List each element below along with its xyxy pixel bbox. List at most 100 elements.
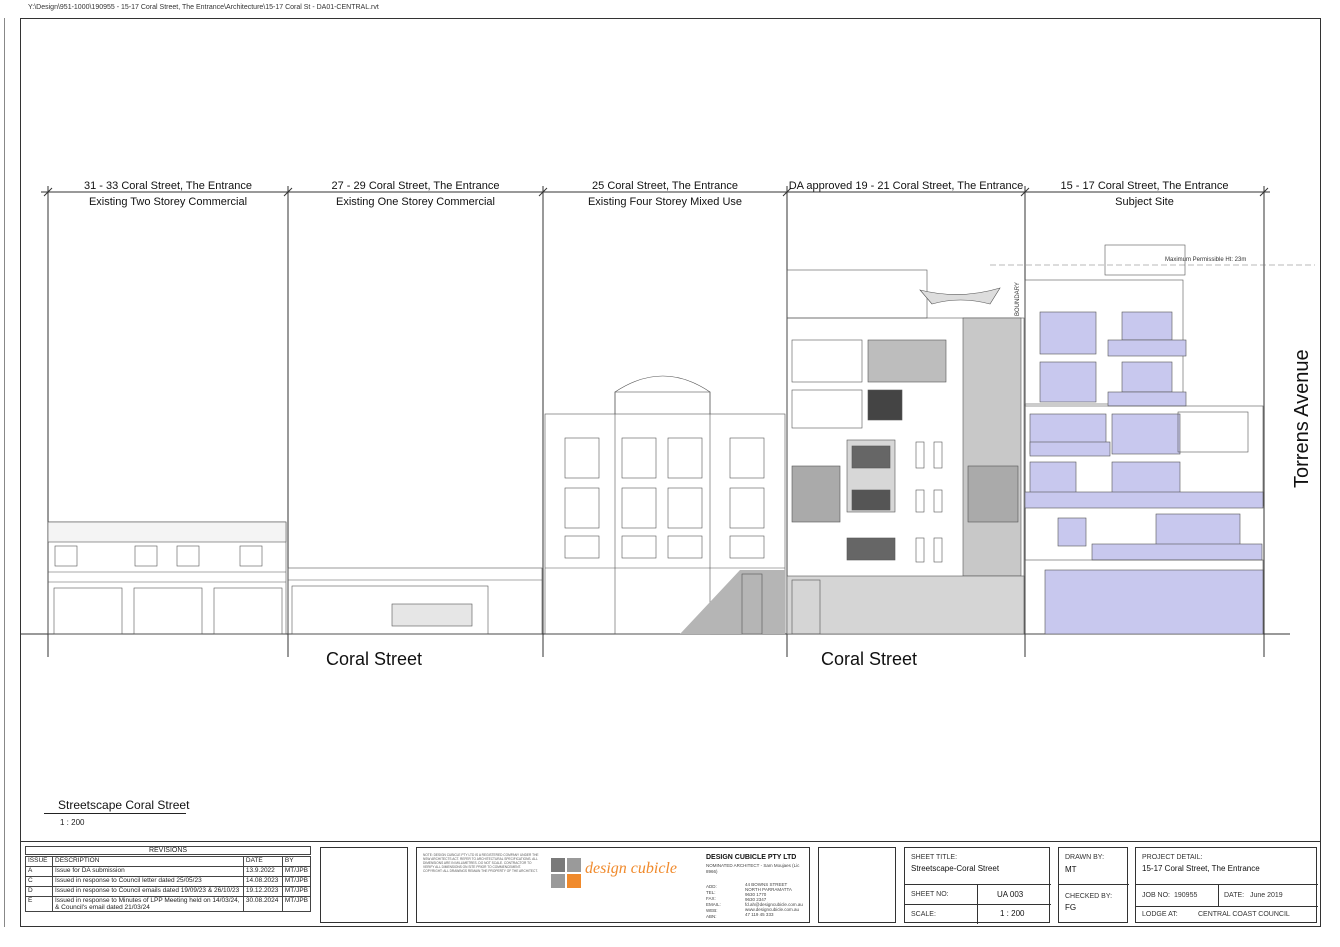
checked-by: FG	[1065, 903, 1077, 912]
blank-box-2	[818, 847, 896, 923]
drawn-divider	[1059, 884, 1129, 885]
drawn-checked-panel: DRAWN BY: MT CHECKED BY: FG	[1058, 847, 1129, 923]
revisions-title: REVISIONS	[25, 846, 311, 855]
site-address-19-21: DA approved 19 - 21 Coral Street, The En…	[788, 180, 1024, 192]
contact-label: TEL:	[706, 890, 716, 895]
rev-date: 19.12.2023	[242, 886, 283, 897]
contact-value: www.designcubicle.com.au	[745, 907, 800, 912]
firm-panel: NOTE: DESIGN CUBICLE PTY LTD IS A REGIST…	[416, 847, 810, 923]
logo-square-grey-2	[567, 858, 581, 872]
rev-description: Issued in response to Council letter dat…	[52, 876, 244, 887]
building-25	[544, 375, 786, 635]
contact-label: WEB:	[706, 908, 718, 913]
street-label-coral-right: Coral Street	[821, 649, 918, 669]
side-street-label: Torrens Avenue	[1291, 349, 1313, 488]
rev-description: Issue for DA submission	[52, 866, 244, 877]
table-row: C Issued in response to Council letter d…	[25, 876, 312, 887]
firm-name: DESIGN CUBICLE PTY LTD	[706, 854, 797, 861]
rev-issue: D	[25, 886, 53, 897]
site-desc-25: Existing Four Storey Mixed Use	[587, 196, 743, 208]
rev-header-by: BY	[281, 856, 312, 867]
checked-label: CHECKED BY:	[1065, 893, 1113, 900]
building-15-17-subject	[990, 244, 1315, 635]
table-row: D Issued in response to Council emails d…	[25, 886, 312, 897]
contact-value: 9630 2347	[745, 897, 767, 902]
rev-issue: E	[25, 896, 53, 912]
project-name: 15-17 Coral Street, The Entrance	[1142, 864, 1260, 873]
general-notes: NOTE: DESIGN CUBICLE PTY LTD IS A REGIST…	[423, 853, 539, 873]
sheet-no: UA 003	[997, 890, 1024, 899]
view-title-underline	[44, 813, 186, 814]
title-block-top-rule	[20, 841, 1321, 842]
sheet-scale: 1 : 200	[1000, 909, 1025, 918]
view-scale: 1 : 200	[60, 818, 85, 827]
project-date: June 2019	[1250, 892, 1283, 899]
contact-label: FAX:	[706, 896, 716, 901]
rev-by: MT/JPB	[281, 886, 312, 897]
date-label: DATE:	[1224, 892, 1245, 899]
site-address-27-29: 27 - 29 Coral Street, The Entrance	[331, 180, 500, 192]
rev-description: Issued in response to Council emails dat…	[52, 886, 244, 897]
revisions-table: ISSUE DESCRIPTION DATE BY A Issue for DA…	[25, 856, 312, 912]
building-31-33	[47, 521, 287, 635]
lodge-council: CENTRAL COAST COUNCIL	[1198, 911, 1290, 918]
sheet-no-label: SHEET NO:	[911, 891, 949, 898]
nominated-architect: NOMINATED ARCHITECT - Sam Moujaes (Lic 8…	[706, 863, 800, 874]
rev-description: Issued in response to Minutes of LPP Mee…	[52, 896, 244, 912]
site-desc-31-33: Existing Two Storey Commercial	[88, 196, 248, 208]
rev-by: MT/JPB	[281, 896, 312, 912]
building-19-21	[786, 269, 1025, 635]
drawn-by: MT	[1065, 865, 1077, 874]
contact-value: 9630 1770	[745, 892, 767, 897]
rev-date: 14.08.2023	[242, 876, 283, 887]
street-label-coral-left: Coral Street	[326, 649, 423, 669]
sheet-divider-2	[905, 904, 1051, 905]
boundary-label: BOUNDARY	[1015, 282, 1021, 316]
contact-value: NORTH PARRAMATTA	[745, 887, 792, 892]
sheet-divider	[905, 884, 1051, 885]
rev-issue: C	[25, 876, 53, 887]
job-no-label: JOB NO:	[1142, 892, 1171, 899]
revisions-header-row: ISSUE DESCRIPTION DATE BY	[25, 856, 312, 867]
sheet-edge-rule	[4, 18, 5, 927]
contact-value: 47 119 45 333	[745, 912, 774, 917]
lodge-label: LODGE AT:	[1142, 911, 1178, 918]
project-panel: PROJECT DETAIL: 15-17 Coral Street, The …	[1135, 847, 1318, 923]
contact-labels: ADD: TEL: FAX: EMAIL: WEB: ABN:	[706, 884, 721, 920]
project-divider-v	[1218, 884, 1219, 906]
view-title: Streetscape Coral Street	[58, 798, 190, 812]
site-address-15-17: 15 - 17 Coral Street, The Entrance	[1060, 180, 1229, 192]
site-address-25: 25 Coral Street, The Entrance	[592, 180, 738, 192]
rev-header-description: DESCRIPTION	[52, 856, 244, 867]
sheet-info-panel: SHEET TITLE: Streetscape-Coral Street SH…	[904, 847, 1051, 924]
site-address-31-33: 31 - 33 Coral Street, The Entrance	[84, 180, 252, 192]
building-27-29	[287, 567, 543, 635]
logo-square-grey-1	[551, 858, 565, 872]
project-label: PROJECT DETAIL:	[1142, 854, 1203, 861]
height-plane-label: Maximum Permissible Ht: 23m	[1165, 257, 1247, 263]
table-row: E Issued in response to Minutes of LPP M…	[25, 896, 312, 912]
contact-value: 44 BOWNS STREET	[745, 882, 788, 887]
scale-label: SCALE:	[911, 911, 936, 918]
project-divider	[1136, 884, 1318, 885]
rev-issue: A	[25, 866, 53, 877]
site-desc-15-17: Subject Site	[1115, 196, 1174, 208]
rev-header-date: DATE	[242, 856, 283, 867]
contact-values: 44 BOWNS STREET NORTH PARRAMATTA 9630 17…	[745, 882, 809, 917]
logo-square-grey-3	[551, 874, 565, 888]
blank-box-1	[320, 847, 408, 923]
file-path: Y:\Design\951-1000\190955 - 15-17 Coral …	[28, 4, 379, 11]
firm-logo: design cubicle	[585, 860, 677, 877]
site-desc-27-29: Existing One Storey Commercial	[336, 196, 495, 208]
rev-header-issue: ISSUE	[25, 856, 53, 867]
project-divider-2	[1136, 906, 1318, 907]
sheet-title-label: SHEET TITLE:	[911, 854, 958, 861]
job-no: 190955	[1174, 892, 1198, 899]
sheet-frame	[20, 18, 1321, 927]
rev-date: 13.9.2022	[242, 866, 283, 877]
drawn-label: DRAWN BY:	[1065, 854, 1105, 861]
logo-square-orange	[567, 874, 581, 888]
rev-by: MT/JPB	[281, 876, 312, 887]
contact-label: EMAIL:	[706, 902, 721, 907]
